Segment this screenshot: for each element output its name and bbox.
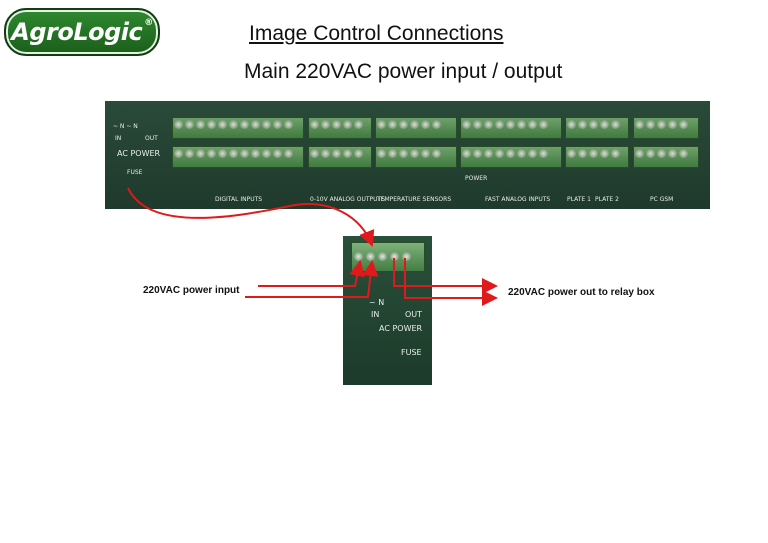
board-ac-in-label: IN	[115, 135, 122, 142]
board-temperature-sensors-label: TEMPERATURE SENSORS	[377, 196, 452, 203]
output-wire-1	[393, 258, 498, 294]
agrologic-logo: AgroLogic®	[4, 8, 160, 56]
terminal-block-3	[308, 117, 372, 139]
terminal-block-11	[633, 117, 699, 139]
logo-text: AgroLogic®	[11, 18, 153, 46]
board-fuse-label: FUSE	[127, 169, 143, 176]
page-subtitle: Main 220VAC power input / output	[244, 60, 563, 83]
board-plate-1-label: PLATE 1	[567, 196, 591, 203]
input-wire-2	[245, 260, 379, 298]
terminal-block-8	[460, 146, 562, 168]
zoom-ac-power-label: AC POWER	[379, 324, 423, 333]
terminal-block-9	[565, 117, 629, 139]
zoom-out-label: OUT	[405, 310, 423, 319]
board-to-closeup-arrow	[127, 187, 375, 247]
board-ac-power-label: AC POWER	[117, 149, 161, 158]
output-wire-2	[404, 258, 498, 306]
board-fast-analog-inputs-label: FAST ANALOG INPUTS	[485, 196, 551, 203]
terminal-block-6	[375, 146, 457, 168]
terminal-block-4	[308, 146, 372, 168]
terminal-block-10	[565, 146, 629, 168]
board-ac-out-label: OUT	[145, 135, 158, 142]
controller-board-photo: ~ N ~ N IN OUT AC POWER FUSE POWER DIGIT…	[105, 101, 710, 209]
board-digital-inputs-label: DIGITAL INPUTS	[215, 196, 263, 203]
terminal-block-7	[460, 117, 562, 139]
power-output-label: 220VAC power out to relay box	[508, 287, 655, 298]
terminal-block-5	[375, 117, 457, 139]
terminal-block-2	[172, 146, 304, 168]
input-wire-1	[258, 260, 365, 287]
board-power-label: POWER	[465, 175, 488, 182]
zoom-in-label: IN	[371, 310, 380, 319]
zoom-terminals-label: ~ N	[369, 298, 385, 307]
board-pc-gsm-label: PC GSM	[650, 196, 674, 203]
page-title: Image Control Connections	[249, 22, 504, 45]
board-plate-2-label: PLATE 2	[595, 196, 619, 203]
terminal-block-1	[172, 117, 304, 139]
zoom-fuse-label: FUSE	[401, 348, 422, 357]
terminal-block-12	[633, 146, 699, 168]
power-input-label: 220VAC power input	[143, 285, 240, 296]
board-analog-outputs-label: 0-10V ANALOG OUTPUTS	[310, 196, 385, 203]
board-ac-terminals-label: ~ N ~ N	[113, 123, 138, 130]
